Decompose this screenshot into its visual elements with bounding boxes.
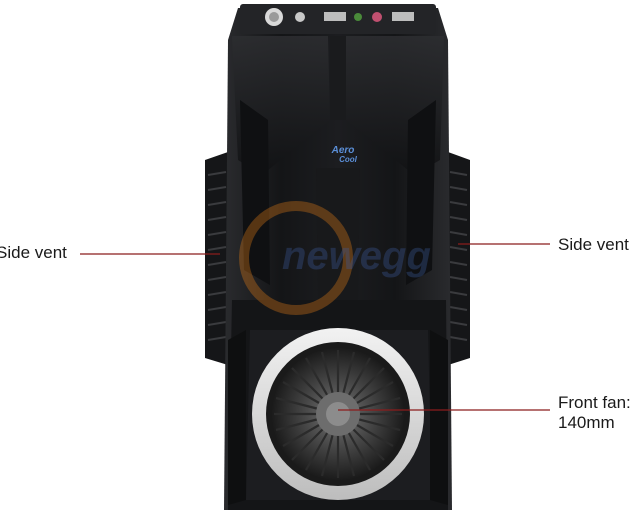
callout-front-fan: Front fan: 140mm: [558, 393, 631, 433]
front-fan: [252, 328, 424, 500]
callout-front-fan-line1: Front fan:: [558, 393, 631, 412]
callout-side-vent-left: Side vent: [0, 243, 67, 262]
side-vent-right-grille: [448, 152, 470, 365]
watermark-text: newegg: [282, 234, 431, 278]
callout-front-fan-line2: 140mm: [558, 413, 615, 432]
brand-logo: Aero Cool: [326, 145, 360, 165]
top-io-panel: [240, 4, 436, 34]
watermark-logo: [239, 201, 353, 315]
side-vent-left-grille: [205, 152, 228, 365]
brand-logo-line1: Aero: [331, 145, 355, 156]
callout-side-vent-right: Side vent: [558, 235, 629, 254]
brand-logo-line2: Cool: [339, 155, 357, 164]
